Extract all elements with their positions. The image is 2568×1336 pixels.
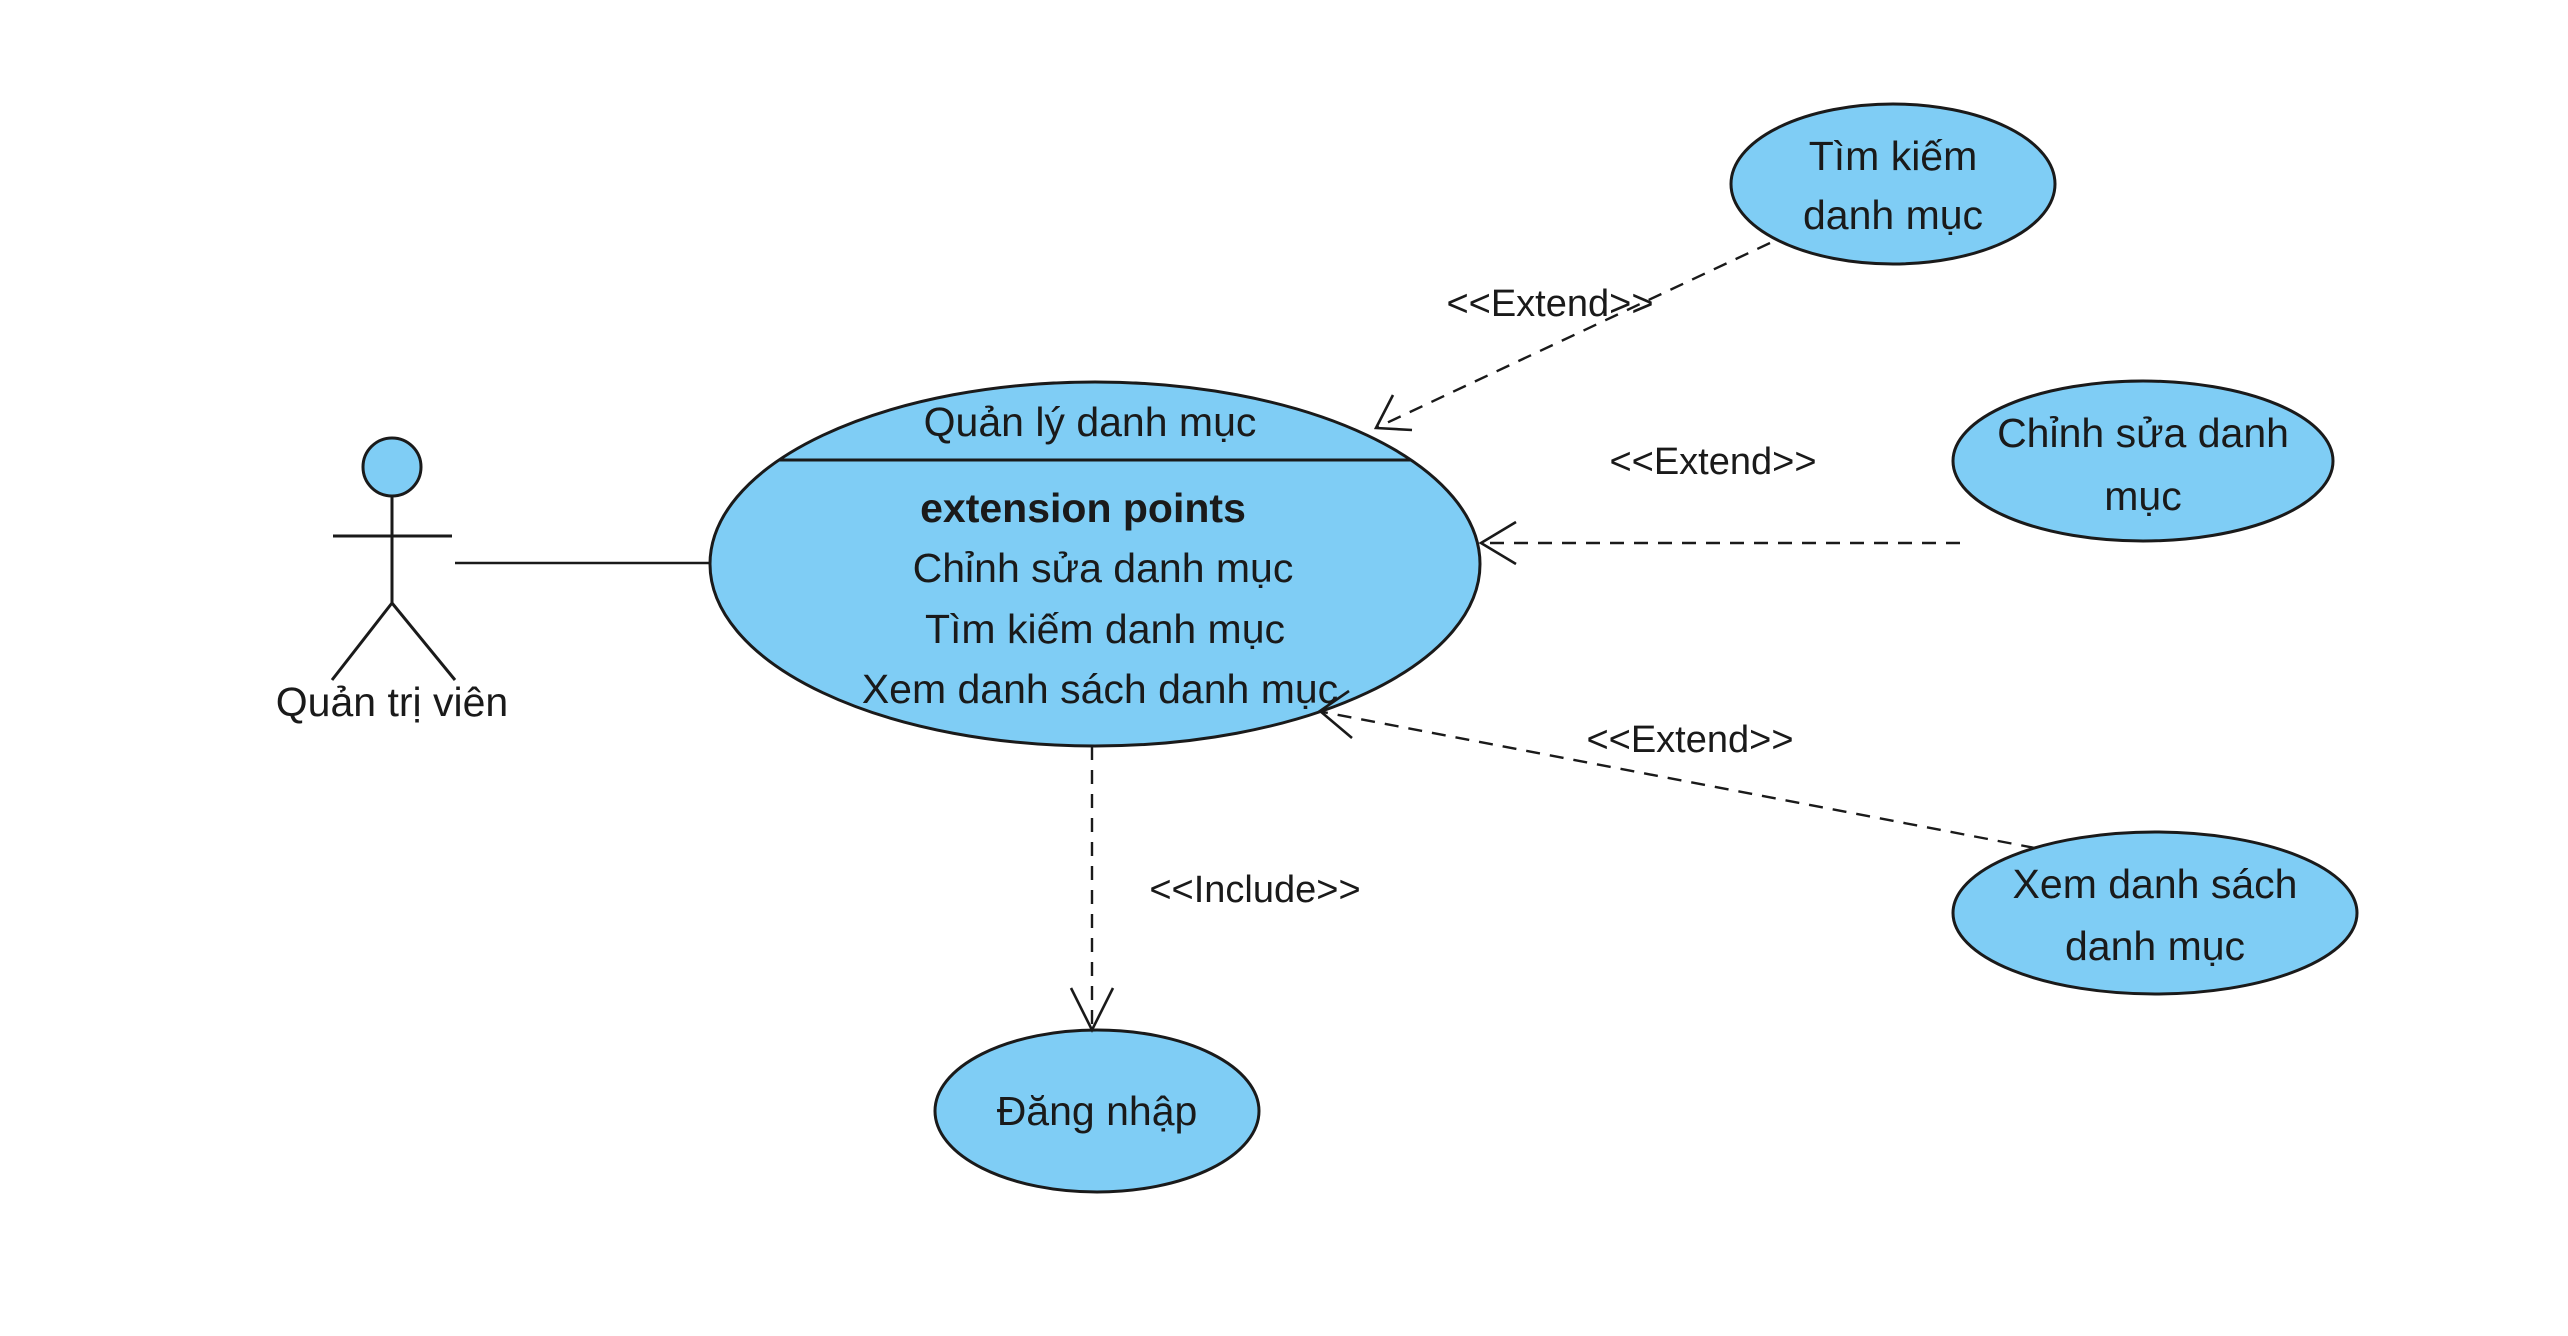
actor-label: Quản trị viên	[276, 679, 508, 725]
actor-quan-tri-vien[interactable]: Quản trị viên	[276, 436, 508, 725]
include-login-arrowhead	[1069, 987, 1115, 1033]
extension-point-item: Chỉnh sửa danh mục	[913, 545, 1294, 591]
list-use-case-ellipse	[1951, 830, 2359, 996]
main-use-case-ellipse	[708, 380, 1482, 748]
extend-list-arrowhead	[1317, 689, 1353, 739]
extend-list-line	[1322, 710, 2036, 850]
use-case-quan-ly-danh-muc[interactable]: Quản lý danh mục extension points Chỉnh …	[700, 380, 1490, 748]
search-use-case-ellipse	[1729, 102, 2057, 266]
extend-list-relation: <<Extend>>	[1317, 689, 2036, 850]
main-use-case-title: Quản lý danh mục	[924, 399, 1257, 445]
edit-use-case-label-line1: Chỉnh sửa danh	[1997, 410, 2289, 456]
use-case-xem-danh-sach-danh-muc[interactable]: Xem danh sách danh mục	[1951, 830, 2359, 996]
login-use-case-ellipse	[933, 1028, 1261, 1194]
extension-point-item: Xem danh sách danh mục	[862, 666, 1338, 712]
list-use-case-label-line2: danh mục	[2065, 923, 2245, 969]
search-use-case-label-line2: danh mục	[1803, 192, 1983, 238]
edit-use-case-label-line2: mục	[2104, 473, 2181, 519]
include-login-label: <<Include>>	[1149, 869, 1360, 911]
list-use-case-label-line1: Xem danh sách	[2013, 861, 2298, 907]
edit-use-case-ellipse	[1951, 379, 2335, 543]
extend-edit-relation: <<Extend>>	[1478, 441, 1960, 566]
extension-points-title: extension points	[920, 485, 1246, 531]
extend-edit-arrowhead	[1478, 520, 1517, 566]
use-case-tim-kiem-danh-muc[interactable]: Tìm kiếm danh mục	[1729, 102, 2057, 266]
use-case-dang-nhap[interactable]: Đăng nhập	[933, 1028, 1261, 1194]
extend-search-arrowhead	[1373, 394, 1413, 432]
extend-list-label: <<Extend>>	[1586, 719, 1793, 761]
use-case-chinh-sua-danh-muc[interactable]: Chỉnh sửa danh mục	[1951, 379, 2335, 543]
login-use-case-label: Đăng nhập	[997, 1088, 1198, 1134]
actor-left-leg	[330, 602, 394, 681]
extension-point-item: Tìm kiếm danh mục	[925, 606, 1285, 652]
extend-search-relation: <<Extend>>	[1373, 241, 1771, 432]
extend-search-label: <<Extend>>	[1446, 283, 1653, 325]
actor-head	[361, 436, 423, 498]
search-use-case-label-line1: Tìm kiếm	[1809, 133, 1978, 179]
include-login-relation: <<Include>>	[1069, 746, 1361, 1033]
extend-edit-label: <<Extend>>	[1609, 441, 1816, 483]
actor-right-leg	[390, 602, 457, 681]
extend-search-line	[1377, 241, 1771, 429]
